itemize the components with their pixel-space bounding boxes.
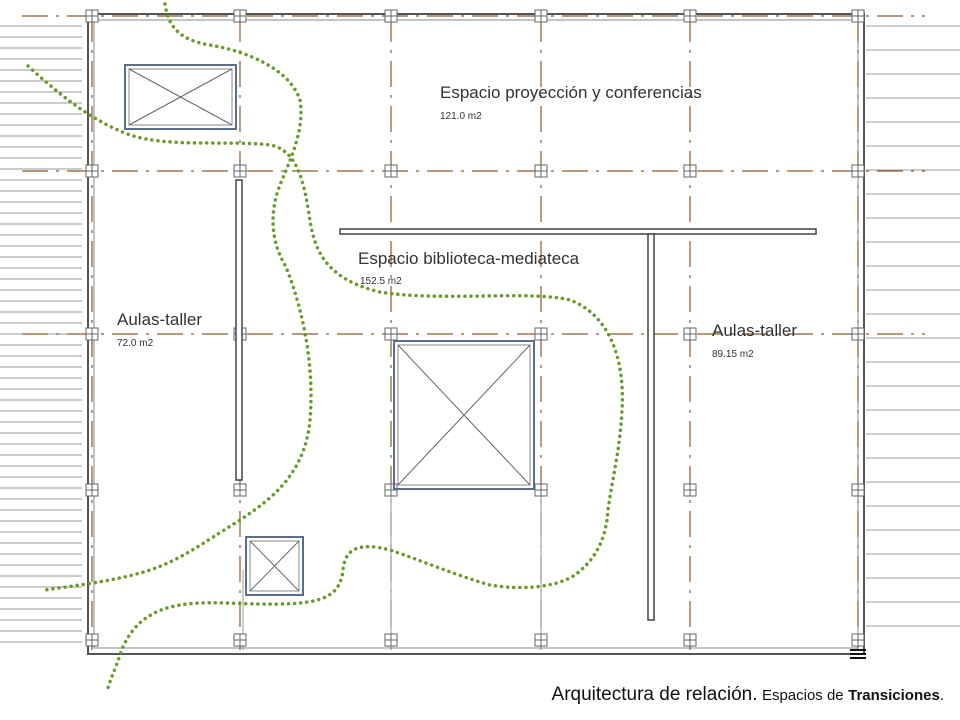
column: [534, 633, 548, 647]
room-name: Espacio biblioteca-mediateca: [358, 249, 580, 268]
room-label-aulas-left: Aulas-taller 72.0 m2: [117, 310, 202, 349]
column: [683, 483, 697, 497]
column: [233, 633, 247, 647]
caption-bold: Transiciones: [848, 687, 940, 704]
column: [233, 164, 247, 178]
column: [851, 327, 865, 341]
column: [683, 327, 697, 341]
column: [683, 164, 697, 178]
transition-path-1: [43, 2, 313, 592]
room-area: 72.0 m2: [117, 338, 154, 349]
void-bottom-left: [245, 536, 304, 596]
column: [384, 633, 398, 647]
column: [851, 164, 865, 178]
column: [851, 483, 865, 497]
column: [85, 327, 99, 341]
wall-right-vertical: [647, 233, 655, 621]
wall-top-horizontal: [339, 228, 817, 235]
room-area: 152.5 m2: [360, 276, 402, 287]
transition-path-2: [26, 64, 625, 690]
transition-paths: [26, 2, 625, 690]
column: [683, 9, 697, 23]
column: [534, 164, 548, 178]
column: [534, 9, 548, 23]
caption-sub: Espacios de: [761, 687, 844, 704]
interior-walls: [235, 179, 817, 621]
light-lines: [242, 490, 542, 650]
column: [85, 483, 99, 497]
column: [683, 633, 697, 647]
room-label-conferencias: Espacio proyección y conferencias 121.0 …: [440, 83, 702, 122]
column: [534, 327, 548, 341]
room-area: 121.0 m2: [440, 111, 482, 122]
caption-main: Arquitectura de relación.: [551, 684, 758, 705]
column: [384, 9, 398, 23]
column: [851, 633, 865, 647]
right-edge-hatching: [866, 25, 960, 627]
room-label-aulas-right: Aulas-taller 89.15 m2: [712, 321, 797, 360]
column: [851, 9, 865, 23]
column: [85, 164, 99, 178]
column: [384, 327, 398, 341]
column: [85, 633, 99, 647]
columns: [85, 9, 865, 647]
room-label-biblioteca: Espacio biblioteca-mediateca 152.5 m2: [358, 249, 580, 287]
column: [85, 9, 99, 23]
room-name: Aulas-taller: [712, 321, 797, 340]
void-center: [393, 340, 535, 490]
wall-left-vertical: [235, 179, 243, 481]
room-area: 89.15 m2: [712, 349, 754, 360]
room-name: Aulas-taller: [117, 310, 202, 329]
column: [233, 9, 247, 23]
left-edge-hatching: [0, 25, 82, 643]
void-top-left: [124, 64, 237, 130]
figure-caption: Arquitectura de relación. Espacios de Tr…: [552, 684, 944, 706]
column: [384, 164, 398, 178]
column: [233, 483, 247, 497]
column: [534, 483, 548, 497]
caption-end: .: [939, 687, 944, 704]
room-name: Espacio proyección y conferencias: [440, 83, 702, 102]
stair-symbol: [850, 649, 866, 659]
